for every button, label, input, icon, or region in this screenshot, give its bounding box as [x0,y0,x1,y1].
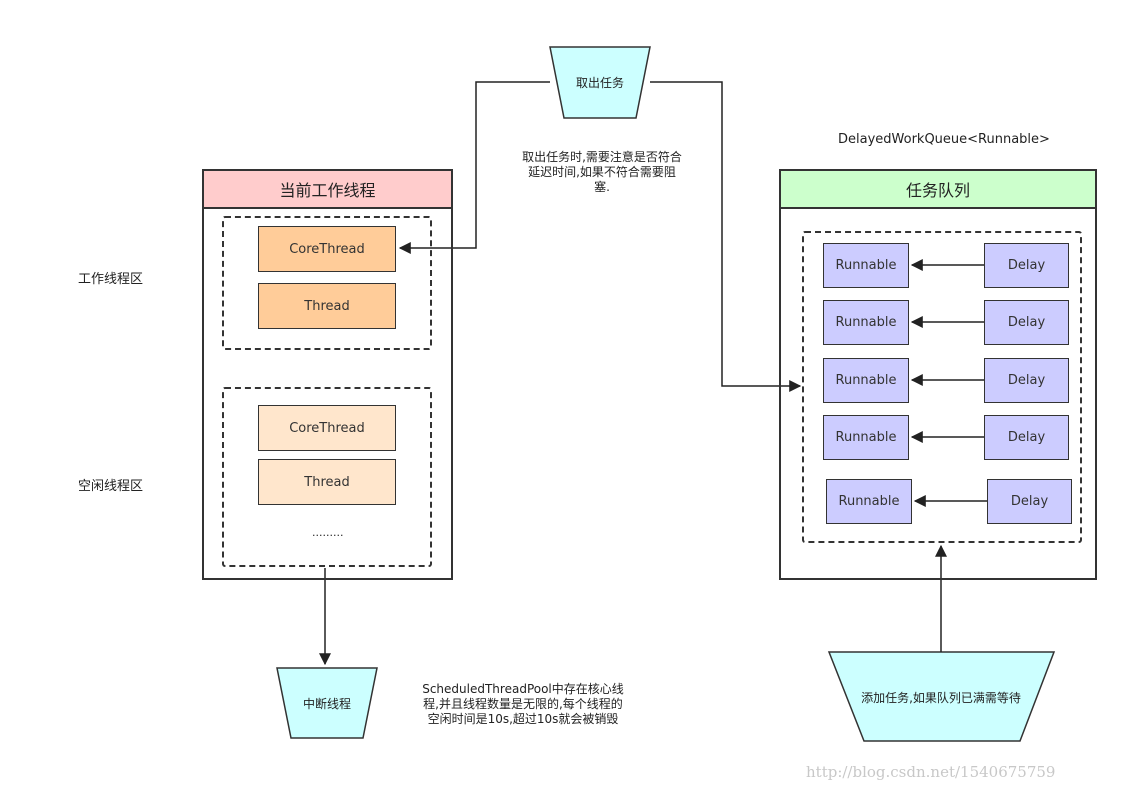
add-task-trapezoid [827,651,1056,742]
active-thread: Thread [258,283,396,329]
pool-note: ScheduledThreadPool中存在核心线 程,并且线程数量是无限的,每… [404,682,642,727]
pool-note-line-2: 程,并且线程数量是无限的,每个线程的 [423,697,623,711]
idle-corethread: CoreThread [258,405,396,451]
task-queue-header: 任务队列 [781,171,1095,209]
take-to-corethread-arrow [398,81,550,254]
queue-items-zone [802,231,1082,543]
watermark: http://blog.csdn.net/1540675759 [806,763,1056,781]
delay-item: Delay [987,479,1072,524]
idle-zone-label: 空闲线程区 [78,479,144,494]
worker-threads-title: 当前工作线程 [279,181,376,200]
runnable-item: Runnable [823,415,909,460]
delay-item: Delay [984,415,1069,460]
delay-item: Delay [984,300,1069,345]
idle-ellipsis: ......... [312,526,344,539]
runnable-item: Runnable [823,300,909,345]
take-note-line-1: 取出任务时,需要注意是否符合 [522,150,682,164]
take-note-line-3: 塞. [594,180,610,194]
take-note-line-2: 延迟时间,如果不符合需要阻 [528,165,676,179]
interrupt-label: 中断线程 [302,696,351,711]
worker-zone-label: 工作线程区 [78,272,144,287]
active-threads-zone [222,216,432,350]
task-queue-title: 任务队列 [905,181,970,200]
worker-threads-header: 当前工作线程 [204,171,451,209]
take-task-trapezoid [549,46,651,119]
task-queue-panel [779,169,1097,580]
pool-note-line-3: 空闲时间是10s,超过10s就会被销毁 [427,712,619,726]
pool-note-line-1: ScheduledThreadPool中存在核心线 [422,682,624,696]
delay-item: Delay [984,358,1069,403]
runnable-item: Runnable [823,243,909,288]
take-task-label: 取出任务 [575,75,624,90]
runnable-item: Runnable [826,479,912,524]
idle-thread: Thread [258,459,396,505]
worker-threads-panel [202,169,453,580]
active-corethread: CoreThread [258,226,396,272]
take-to-queue-arrow [650,81,802,392]
add-task-label: 添加任务,如果队列已满需等待 [861,690,1021,705]
idle-threads-zone [222,387,432,567]
interrupt-trapezoid [276,667,378,739]
runnable-item: Runnable [823,358,909,403]
take-task-note: 取出任务时,需要注意是否符合 延迟时间,如果不符合需要阻 塞. [508,150,696,195]
delay-item: Delay [984,243,1069,288]
queue-type-label: DelayedWorkQueue<Runnable> [838,132,1050,147]
